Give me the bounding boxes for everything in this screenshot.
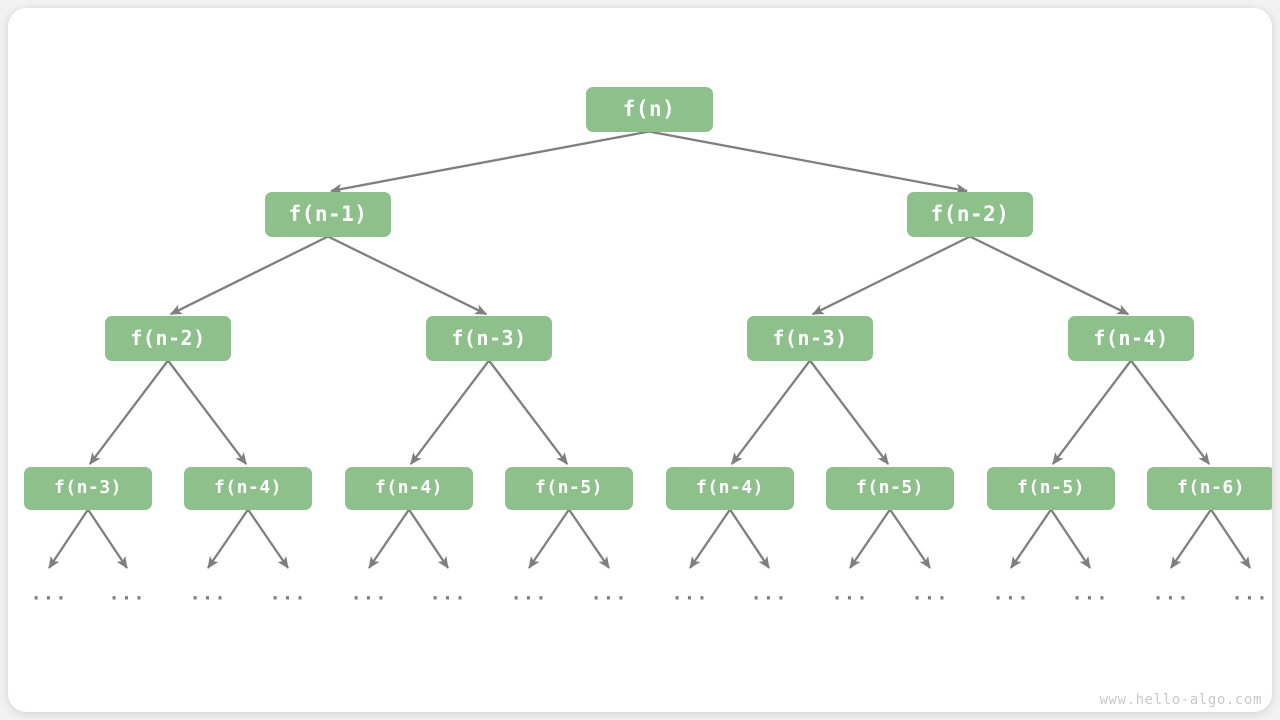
ellipsis-marker: ...	[429, 582, 467, 605]
tree-node: f(n-4)	[345, 466, 473, 510]
ellipsis-marker: ...	[30, 582, 68, 605]
tree-leaf-edge	[408, 508, 449, 569]
tree-node-label: f(n-2)	[930, 201, 1010, 226]
ellipsis-marker: ...	[911, 582, 949, 605]
tree-node: f(n-6)	[1147, 466, 1272, 510]
ellipsis-marker: ...	[269, 582, 307, 605]
tree-leaf-edge	[689, 508, 731, 569]
tree-node: f(n-3)	[747, 315, 873, 361]
tree-node: f(n-5)	[987, 466, 1115, 510]
tree-node: f(n-4)	[184, 466, 312, 510]
tree-leaf-edge	[568, 508, 610, 569]
tree-node-label: f(n-4)	[374, 477, 444, 498]
tree-edge	[730, 359, 811, 465]
tree-node-label: f(n-6)	[1176, 477, 1246, 498]
tree-leaf-edge	[1050, 508, 1091, 569]
ellipsis-marker: ...	[671, 582, 709, 605]
tree-edge	[648, 130, 968, 195]
tree-edge	[1130, 359, 1211, 465]
tree-edge	[167, 359, 248, 465]
ellipsis-marker: ...	[510, 582, 548, 605]
recursion-tree-canvas: f(n) f(n-1) f(n-2) f(n-2) f(n-3) f(n-3) f(n-4)…	[8, 8, 1272, 712]
tree-leaf-edge	[1170, 508, 1212, 569]
tree-node-label: f(n-3)	[451, 326, 527, 350]
tree-node: f(n-2)	[907, 191, 1033, 237]
ellipsis-marker: ...	[108, 582, 146, 605]
tree-leaf-edge	[729, 508, 770, 569]
ellipsis-marker: ...	[1231, 582, 1269, 605]
tree-node-label: f(n-4)	[695, 477, 765, 498]
tree-leaf-edge	[207, 508, 249, 569]
tree-node-label: f(n-1)	[288, 201, 368, 226]
tree-node: f(n-1)	[265, 191, 391, 237]
ellipsis-marker: ...	[750, 582, 788, 605]
tree-node-label: f(n-5)	[534, 477, 604, 498]
ellipsis-marker: ...	[189, 582, 227, 605]
tree-edge	[169, 235, 329, 316]
tree-leaf-edge	[87, 508, 128, 569]
tree-node: f(n-4)	[666, 466, 794, 510]
tree-node: f(n-3)	[24, 466, 152, 510]
tree-node-label: f(n)	[622, 96, 676, 121]
tree-node: f(n-2)	[105, 315, 231, 361]
diagram-card: f(n) f(n-1) f(n-2) f(n-2) f(n-3) f(n-3) f(n-4)…	[8, 8, 1272, 712]
ellipsis-marker: ...	[350, 582, 388, 605]
tree-edge	[409, 359, 490, 465]
tree-node: f(n)	[585, 86, 713, 132]
ellipsis-marker: ...	[831, 582, 869, 605]
watermark: www.hello-algo.com	[1099, 692, 1262, 708]
tree-leaf-edge	[849, 508, 891, 569]
tree-leaf-edge	[1210, 508, 1251, 569]
tree-leaf-edge	[889, 508, 931, 569]
tree-node: f(n-5)	[505, 466, 633, 510]
ellipsis-marker: ...	[1152, 582, 1190, 605]
ellipsis-marker: ...	[590, 582, 628, 605]
tree-node-label: f(n-3)	[772, 326, 848, 350]
tree-node-label: f(n-5)	[855, 477, 925, 498]
tree-node-label: f(n-4)	[213, 477, 283, 498]
tree-edge	[969, 235, 1130, 316]
tree-edge	[327, 235, 488, 316]
tree-node: f(n-4)	[1068, 315, 1194, 361]
tree-edge	[811, 235, 971, 316]
tree-node: f(n-3)	[426, 315, 552, 361]
tree-leaf-edge	[528, 508, 570, 569]
tree-edge	[809, 359, 890, 465]
tree-edge	[88, 359, 169, 465]
tree-leaf-edge	[247, 508, 289, 569]
tree-edge	[330, 130, 650, 195]
tree-edge	[488, 359, 569, 465]
ellipsis-marker: ...	[1071, 582, 1109, 605]
tree-node: f(n-5)	[826, 466, 954, 510]
tree-leaf-edge	[368, 508, 410, 569]
tree-leaf-edge	[1010, 508, 1052, 569]
tree-node-label: f(n-3)	[53, 477, 123, 498]
tree-leaf-edge	[48, 508, 89, 569]
tree-node-label: f(n-4)	[1093, 326, 1169, 350]
tree-node-label: f(n-2)	[130, 326, 206, 350]
tree-node-label: f(n-5)	[1016, 477, 1086, 498]
ellipsis-marker: ...	[992, 582, 1030, 605]
tree-edge	[1051, 359, 1132, 465]
